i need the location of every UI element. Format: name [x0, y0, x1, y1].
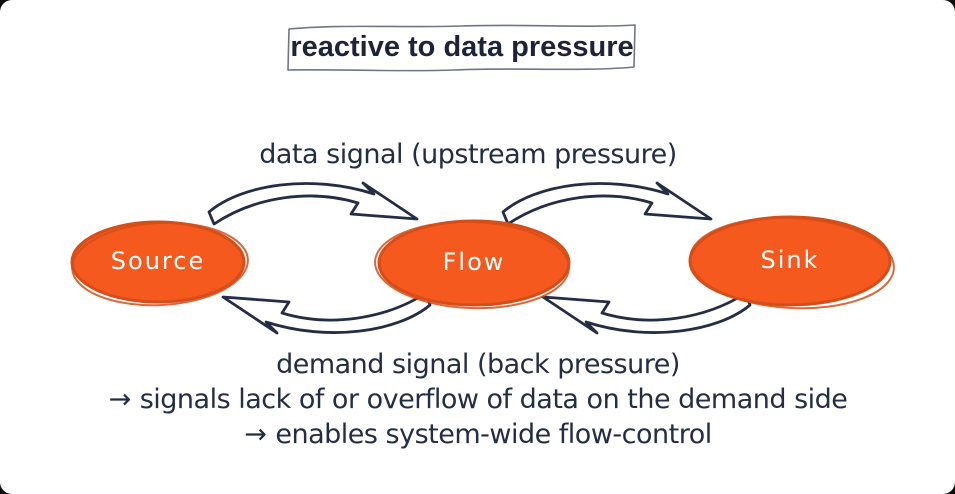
- node-label-sink: Sink: [760, 246, 820, 274]
- arrow-source-to-flow: [207, 181, 419, 226]
- right-arrow-icon: →: [244, 419, 267, 450]
- bullet-demand-side: →signals lack of or overflow of data on …: [0, 383, 955, 417]
- back-pressure-label: demand signal (back pressure): [276, 349, 680, 380]
- right-arrow-icon: →: [108, 384, 132, 415]
- bullet-flow-control-text: enables system-wide flow-control: [275, 419, 712, 450]
- node-label-flow: Flow: [442, 248, 506, 276]
- diagram-title: reactive to data pressure: [290, 30, 634, 63]
- upstream-pressure-label: data signal (upstream pressure): [259, 139, 677, 170]
- node-label-source: Source: [110, 247, 206, 275]
- arrow-sink-to-flow: [541, 291, 752, 335]
- arrow-flow-to-sink: [501, 181, 713, 226]
- sink-ellipse-sketch: [689, 216, 895, 310]
- source-ellipse-sketch: [71, 221, 249, 307]
- arrow-flow-to-source: [221, 291, 432, 335]
- title-box: [287, 24, 636, 72]
- bullet-flow-control: → enables system-wide flow-control: [0, 418, 955, 452]
- flow-ellipse-sketch: [374, 220, 570, 310]
- bullet-demand-side-text: signals lack of or overflow of data on t…: [139, 384, 848, 415]
